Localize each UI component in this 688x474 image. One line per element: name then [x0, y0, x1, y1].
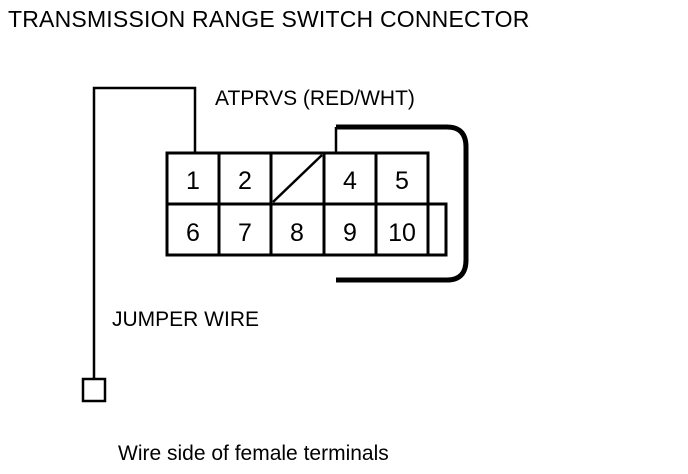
diagram-caption: Wire side of female terminals [118, 442, 389, 465]
atprvs-label: ATPRVS (RED/WHT) [215, 87, 415, 110]
pin-number-5: 5 [395, 167, 409, 195]
jumper-wire-terminal [81, 377, 107, 403]
bottom-row-background [167, 204, 446, 255]
pin-number-8: 8 [290, 219, 304, 247]
jumper-wire-path [92, 86, 197, 379]
pin-number-7: 7 [238, 219, 252, 247]
pin-number-2: 2 [238, 167, 252, 195]
pin-number-6: 6 [186, 219, 200, 247]
page-title: TRANSMISSION RANGE SWITCH CONNECTOR [8, 6, 530, 32]
pin-number-4: 4 [343, 167, 357, 195]
connector-shell-outline [336, 124, 469, 283]
jumper-wire-label: JUMPER WIRE [112, 308, 259, 331]
pin-number-10: 10 [388, 219, 416, 247]
pin-number-9: 9 [343, 219, 357, 247]
bottom-row-outline [165, 202, 448, 257]
pin-number-1: 1 [186, 167, 200, 195]
blank-cell-diagonal-icon [272, 154, 323, 203]
